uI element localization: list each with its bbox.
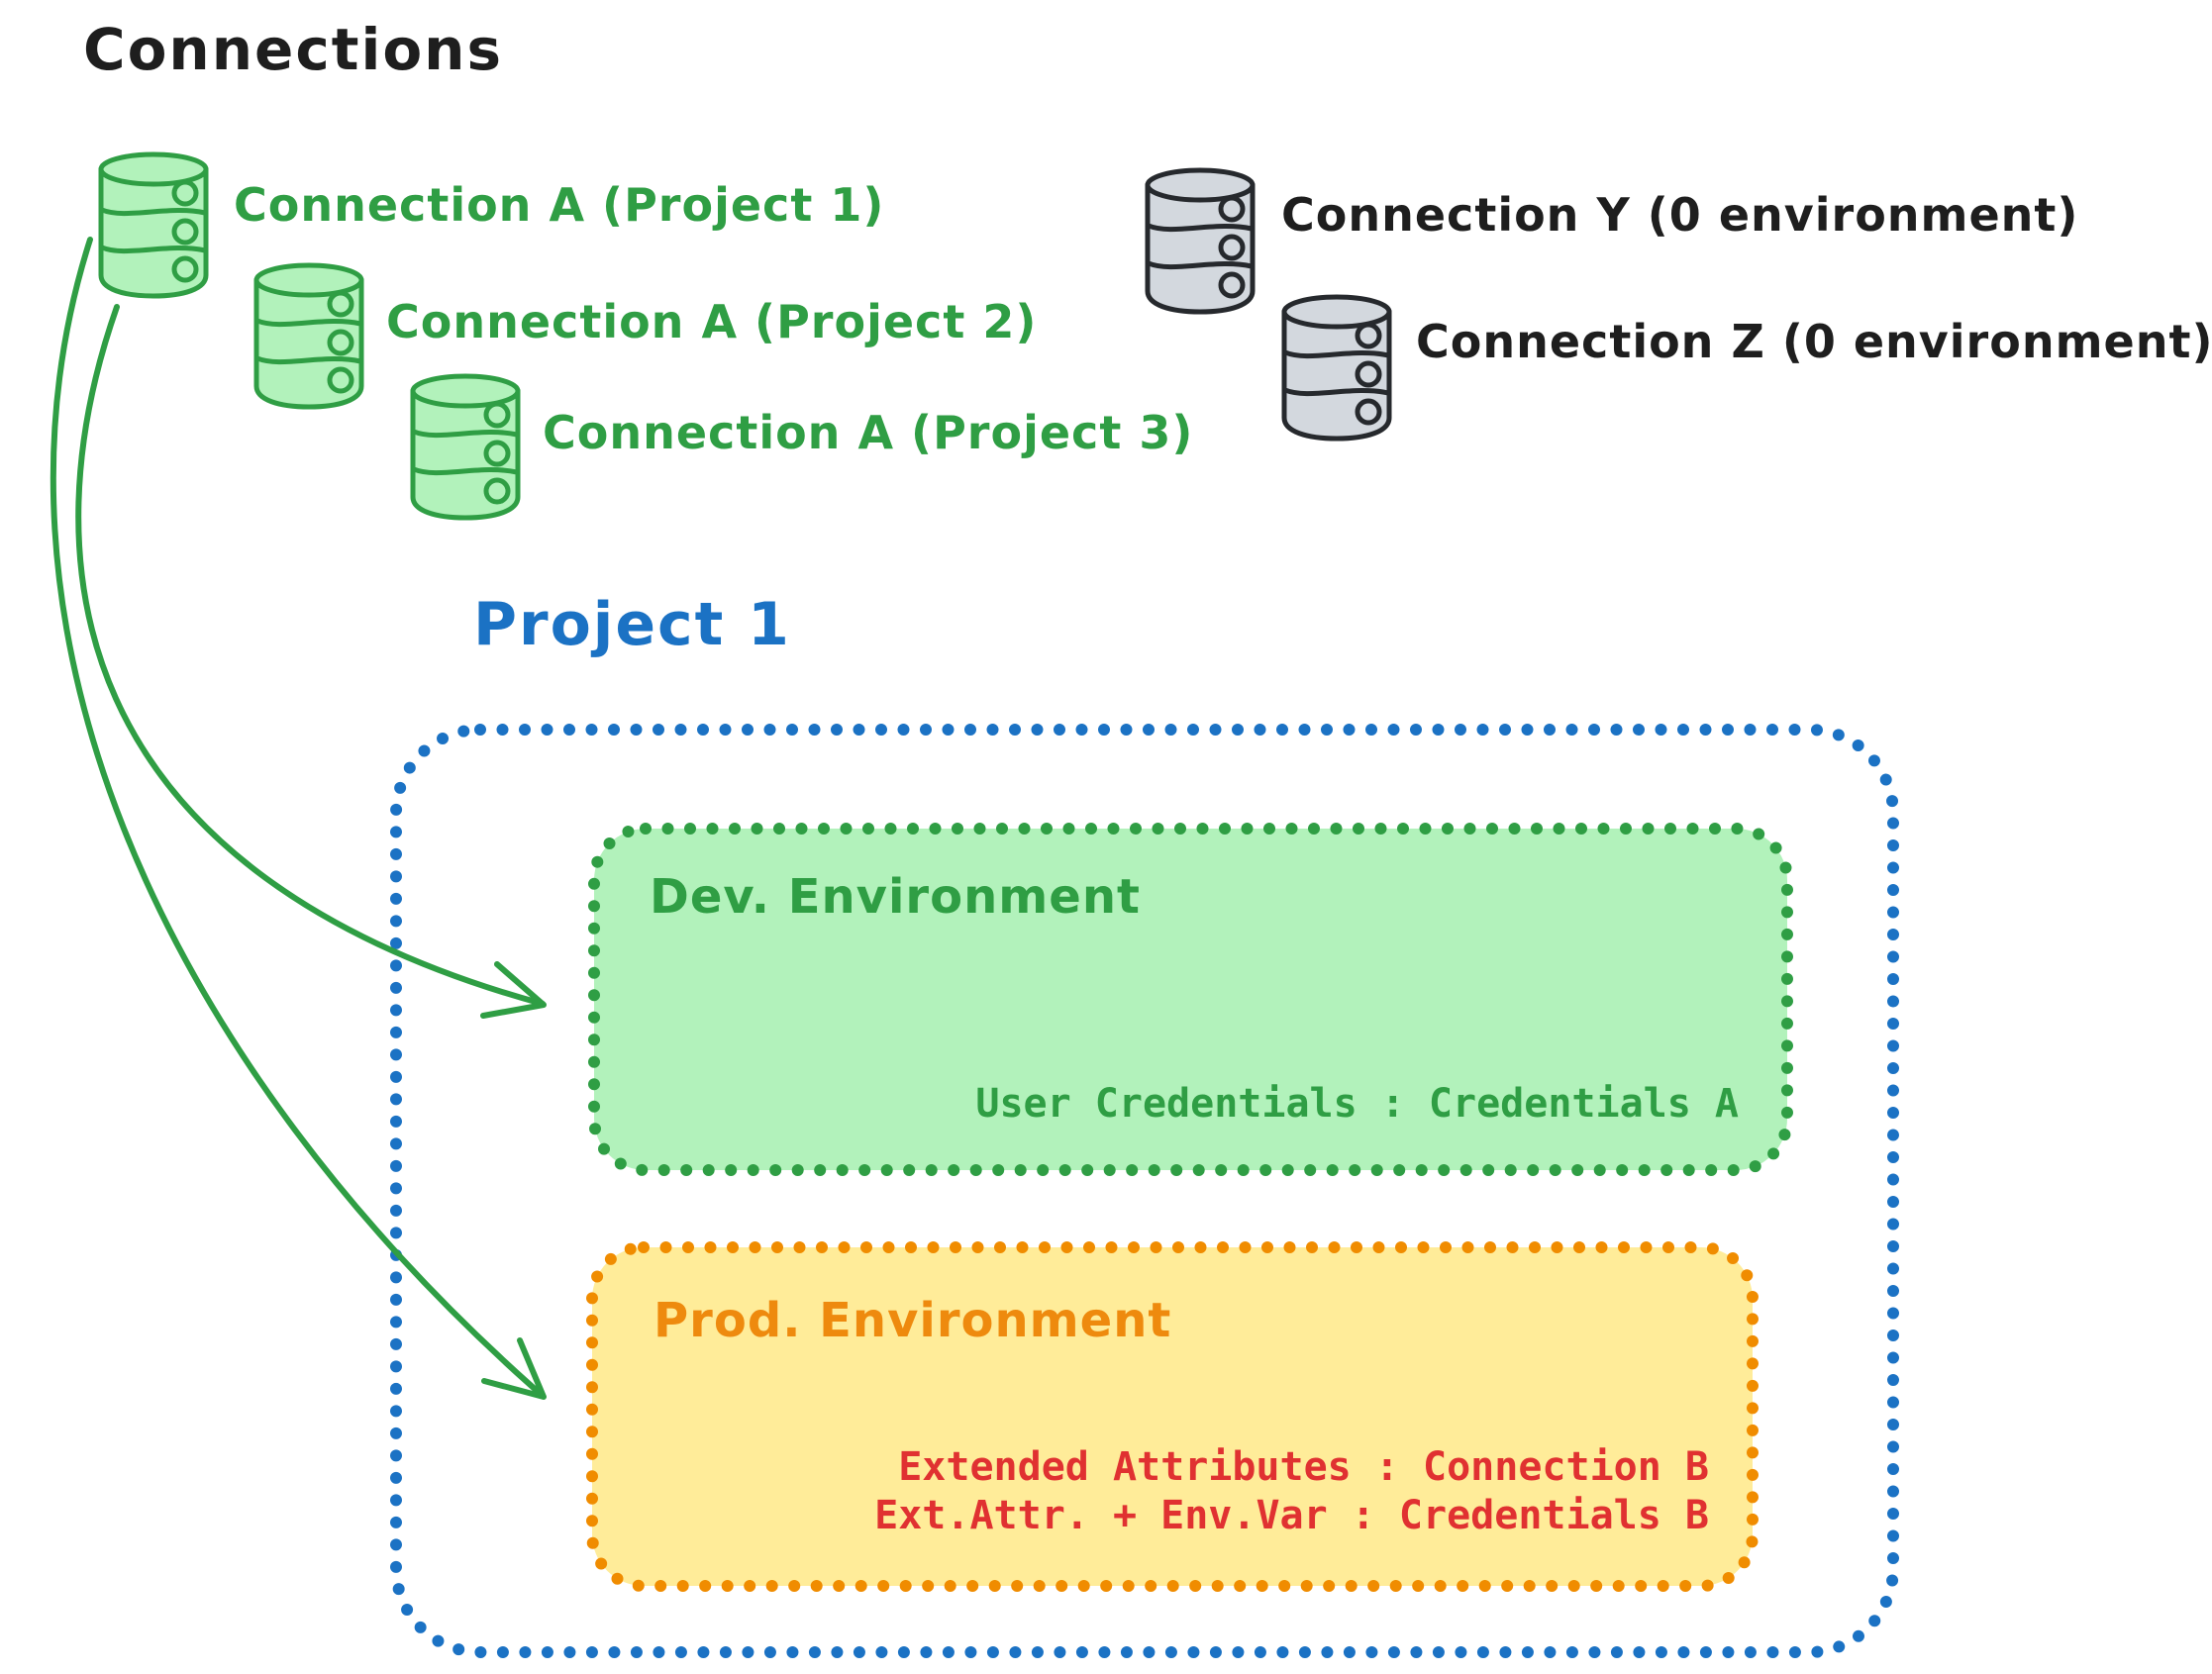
- database-icon: [101, 154, 206, 296]
- connection-y-label: Connection Y (0 environment): [1281, 188, 2079, 242]
- database-icon: [1284, 297, 1389, 439]
- arrow-to-prod-environment: [50, 237, 547, 1400]
- dev-credentials-mapping: User Credentials : Credentials A: [975, 1081, 1739, 1127]
- prod-mappings: Extended Attributes : Connection B Ext.A…: [874, 1443, 1709, 1540]
- connection-a-project-1-label: Connection A (Project 1): [234, 178, 885, 232]
- diagram-title: Connections: [83, 16, 503, 83]
- dev-environment-title: Dev. Environment: [650, 869, 1141, 925]
- dev-environment-box: [588, 823, 1793, 1176]
- prod-mapping-env-var: Ext.Attr. + Env.Var : Credentials B: [874, 1493, 1709, 1538]
- database-icon: [413, 376, 518, 518]
- database-icon: [1148, 170, 1253, 312]
- database-icon: [256, 265, 361, 407]
- prod-mapping-extended-attributes: Extended Attributes : Connection B: [898, 1444, 1709, 1490]
- project-1-title: Project 1: [473, 590, 791, 659]
- prod-environment-box: [586, 1241, 1759, 1592]
- connection-a-project-2-label: Connection A (Project 2): [386, 295, 1038, 348]
- prod-environment-title: Prod. Environment: [654, 1293, 1172, 1348]
- project-1-container: [390, 724, 1899, 1658]
- connection-a-project-3-label: Connection A (Project 3): [543, 406, 1194, 459]
- arrow-to-dev-environment: [75, 304, 547, 1019]
- connection-z-label: Connection Z (0 environment): [1416, 315, 2212, 368]
